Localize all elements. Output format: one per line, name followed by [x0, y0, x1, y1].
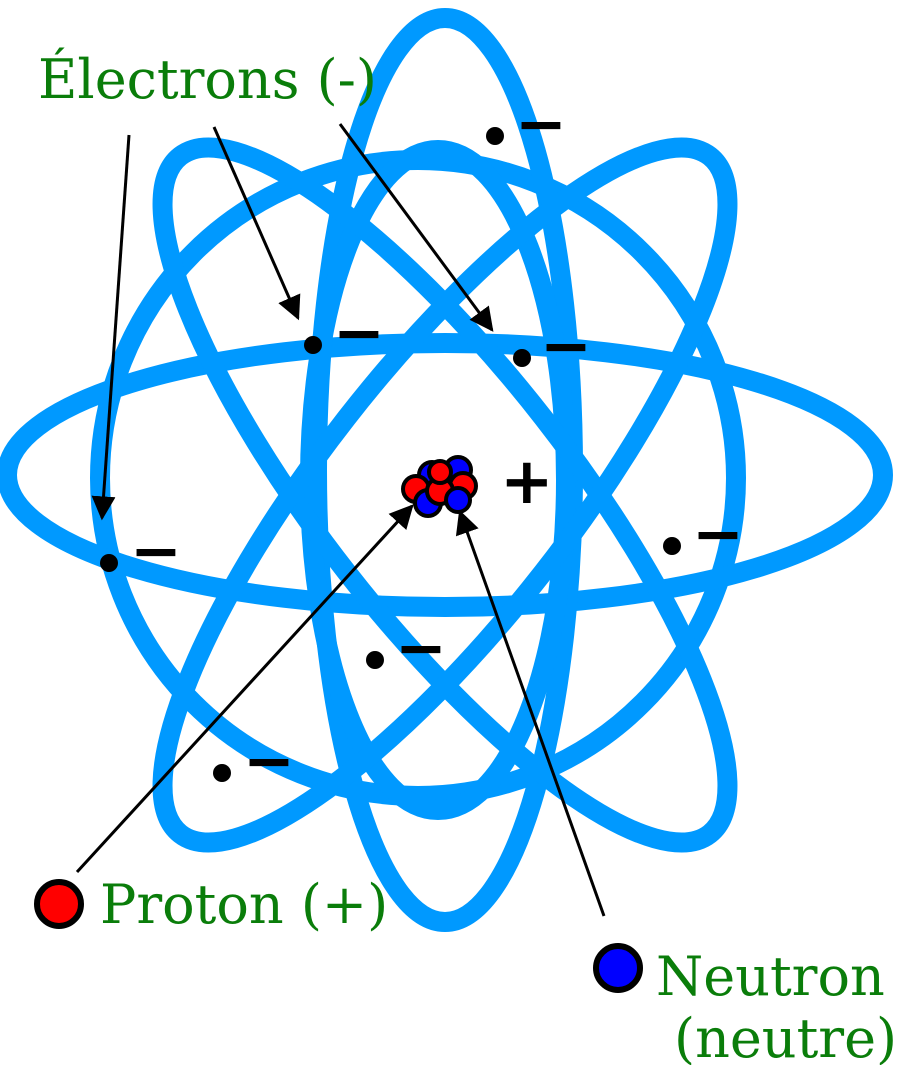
electron [304, 336, 322, 354]
neutron-label: Neutron [656, 945, 885, 1008]
proton-particle [427, 459, 453, 485]
neutron-label-sub: (neutre) [674, 1007, 897, 1065]
electron-charge-sign: − [130, 514, 182, 587]
orbit-diagonal-left [152, 137, 738, 853]
electron [513, 349, 531, 367]
electron-charge-sign: − [333, 296, 385, 369]
electron [663, 537, 681, 555]
neutron-arrow [455, 509, 606, 917]
orbit-horizontal [0, 333, 893, 617]
proton-legend-icon [34, 879, 84, 929]
electron [213, 764, 231, 782]
electron [100, 554, 118, 572]
electron-arrow [91, 134, 131, 521]
nucleus-charge-sign: + [500, 445, 554, 519]
electron-charge-sign: − [540, 309, 592, 382]
electron [486, 127, 504, 145]
electron-arrow [338, 123, 494, 332]
electron-charge-sign: − [692, 497, 744, 570]
electron-charge-sign: − [243, 724, 295, 797]
orbit-diagonal-right [152, 137, 738, 853]
neutron-particle [444, 486, 472, 514]
nucleus [401, 455, 478, 518]
electron-charge-sign: − [395, 611, 447, 684]
electron [366, 651, 384, 669]
neutron-legend-icon [593, 943, 643, 993]
electron-arrow [212, 126, 301, 321]
electrons: − − − − − − − [100, 87, 744, 797]
proton-label: Proton (+) [100, 873, 388, 936]
orbits [0, 8, 893, 932]
electron-charge-sign: − [515, 87, 567, 160]
proton-arrow [75, 504, 414, 874]
electrons-label: Électrons (-) [38, 47, 377, 111]
arrows [75, 123, 606, 917]
